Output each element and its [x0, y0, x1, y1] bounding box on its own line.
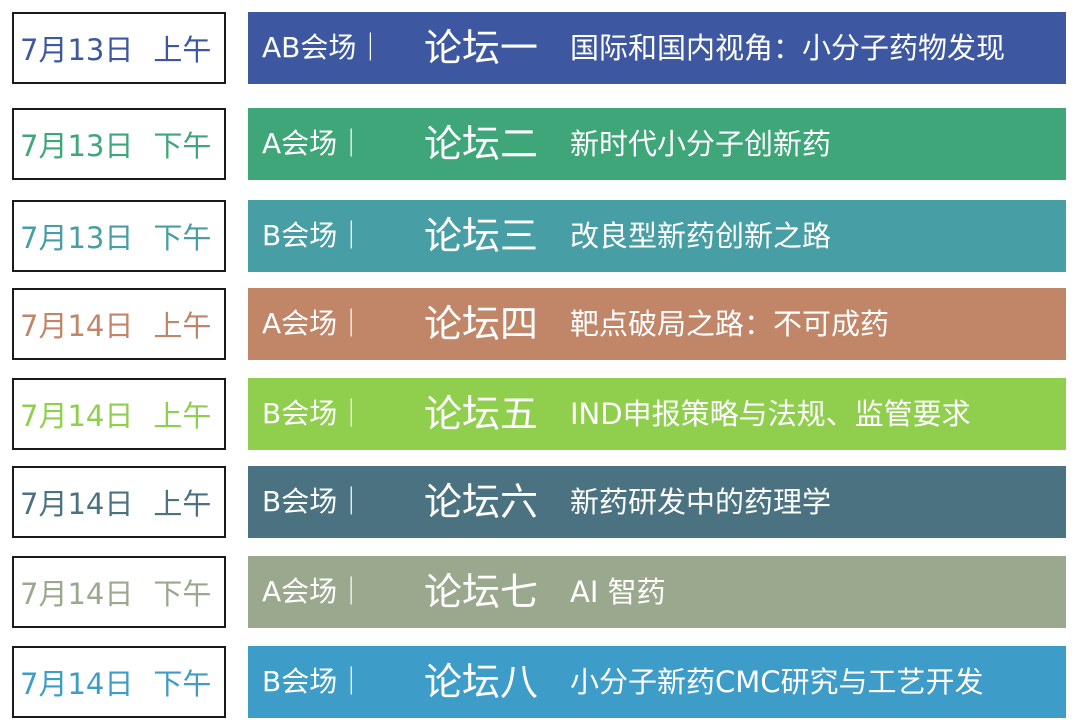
venue-label: B会场｜ [262, 397, 366, 430]
session-date-box: 7月14日上午 [12, 466, 226, 538]
forum-topic: 靶点破局之路：不可成药 [570, 307, 890, 341]
forum-title: 论坛八 [424, 660, 539, 704]
forum-banner: A会场｜ 论坛二新时代小分子创新药 [248, 108, 1066, 180]
session-date-box: 7月14日下午 [12, 646, 226, 718]
forum-title: 论坛一 [424, 26, 539, 70]
session-date: 7月14日 [20, 399, 134, 433]
session-time: 上午 [153, 487, 212, 521]
forum-title: 论坛二 [424, 122, 539, 166]
venue-label: A会场｜ [262, 127, 366, 160]
schedule-row: 7月13日下午 B会场｜ 论坛三改良型新药创新之路 [0, 200, 1080, 274]
forum-topic: 新时代小分子创新药 [570, 127, 832, 161]
forum-banner: A会场｜ 论坛七 AI 智药 [248, 556, 1066, 628]
session-date-box: 7月13日上午 [12, 12, 226, 84]
schedule-row: 7月14日下午 A会场｜ 论坛七 AI 智药 [0, 556, 1080, 630]
schedule-row: 7月13日上午 AB会场｜ 论坛一国际和国内视角：小分子药物发现 [0, 12, 1080, 86]
forum-topic: 国际和国内视角：小分子药物发现 [570, 31, 1006, 65]
session-date: 7月14日 [20, 667, 134, 701]
venue-label: B会场｜ [262, 219, 366, 252]
forum-banner: B会场｜ 论坛六新药研发中的药理学 [248, 466, 1066, 538]
schedule-row: 7月14日上午 B会场｜ 论坛六新药研发中的药理学 [0, 466, 1080, 540]
forum-title: 论坛三 [424, 214, 539, 258]
session-date-box: 7月14日上午 [12, 378, 226, 450]
forum-title: 论坛六 [424, 480, 539, 524]
venue-label: A会场｜ [262, 307, 366, 340]
forum-banner: AB会场｜ 论坛一国际和国内视角：小分子药物发现 [248, 12, 1066, 84]
forum-topic: 新药研发中的药理学 [570, 485, 832, 519]
session-date: 7月14日 [20, 309, 134, 343]
forum-topic: IND申报策略与法规、监管要求 [570, 397, 971, 431]
forum-topic: 小分子新药CMC研究与工艺开发 [570, 665, 984, 699]
schedule-row: 7月14日上午 A会场｜ 论坛四靶点破局之路：不可成药 [0, 288, 1080, 362]
session-date-box: 7月13日下午 [12, 200, 226, 272]
forum-topic: 改良型新药创新之路 [570, 219, 832, 253]
session-date: 7月13日 [20, 33, 134, 67]
venue-label: A会场｜ [262, 575, 366, 608]
session-date-box: 7月14日上午 [12, 288, 226, 360]
forum-banner: B会场｜ 论坛五 IND申报策略与法规、监管要求 [248, 378, 1066, 450]
session-date: 7月13日 [20, 221, 134, 255]
session-date: 7月14日 [20, 577, 134, 611]
venue-label: B会场｜ [262, 665, 366, 698]
session-date-box: 7月13日下午 [12, 108, 226, 180]
session-time: 下午 [153, 221, 212, 255]
schedule-row: 7月14日上午 B会场｜ 论坛五 IND申报策略与法规、监管要求 [0, 378, 1080, 452]
session-time: 下午 [153, 667, 212, 701]
venue-label: B会场｜ [262, 485, 366, 518]
session-date-box: 7月14日下午 [12, 556, 226, 628]
session-time: 下午 [153, 129, 212, 163]
session-time: 上午 [153, 33, 212, 67]
session-time: 上午 [153, 309, 212, 343]
forum-title: 论坛七 [424, 570, 539, 614]
schedule-row: 7月13日下午 A会场｜ 论坛二新时代小分子创新药 [0, 108, 1080, 182]
session-time: 下午 [153, 577, 212, 611]
session-time: 上午 [153, 399, 212, 433]
session-date: 7月14日 [20, 487, 134, 521]
schedule-row: 7月14日下午 B会场｜ 论坛八小分子新药CMC研究与工艺开发 [0, 646, 1080, 720]
forum-banner: B会场｜ 论坛三改良型新药创新之路 [248, 200, 1066, 272]
session-date: 7月13日 [20, 129, 134, 163]
forum-title: 论坛四 [424, 302, 539, 346]
forum-banner: A会场｜ 论坛四靶点破局之路：不可成药 [248, 288, 1066, 360]
forum-topic: AI 智药 [570, 575, 666, 609]
forum-banner: B会场｜ 论坛八小分子新药CMC研究与工艺开发 [248, 646, 1066, 718]
venue-label: AB会场｜ [262, 31, 385, 64]
forum-title: 论坛五 [424, 392, 539, 436]
